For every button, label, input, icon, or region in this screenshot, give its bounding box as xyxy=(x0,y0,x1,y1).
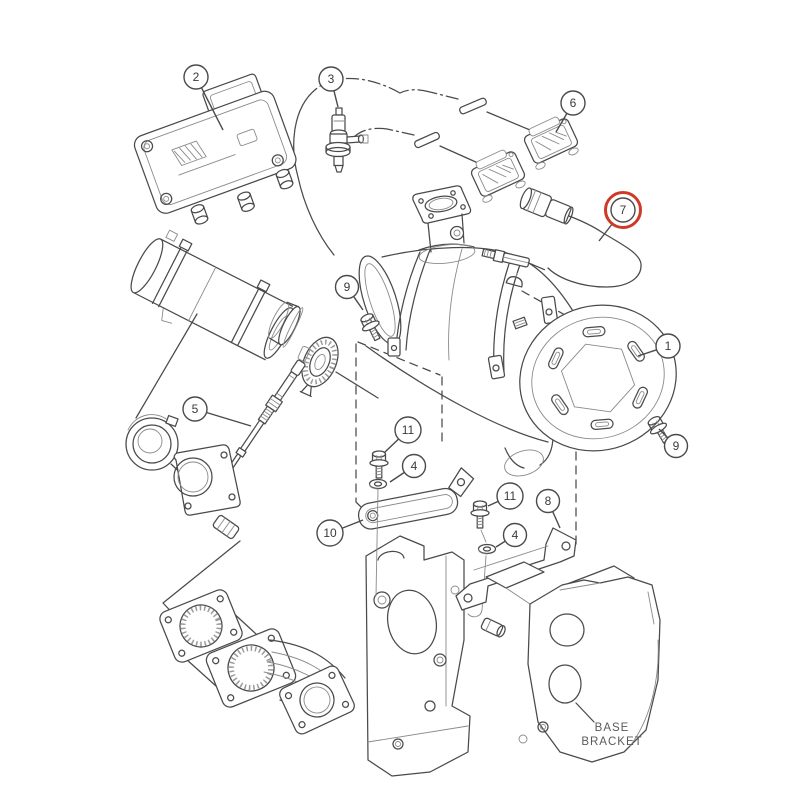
callout-9-left[interactable]: 9 xyxy=(334,274,364,311)
base-bracket-label-line1: BASE xyxy=(595,722,630,734)
harness-connector-lower xyxy=(466,145,530,206)
callout-number: 9 xyxy=(344,280,351,294)
catalyst-canister xyxy=(130,229,379,419)
cable-clamp xyxy=(505,272,523,288)
callout-9-right[interactable]: 9 xyxy=(658,428,689,459)
temperature-sensor-5 xyxy=(225,359,306,475)
callout-3[interactable]: 3 xyxy=(318,66,344,108)
callout-number: 4 xyxy=(411,459,418,473)
seal-bellows xyxy=(212,514,240,540)
callout-number: 11 xyxy=(504,489,517,503)
ecm-module xyxy=(133,73,297,225)
washer-4-left xyxy=(368,478,388,490)
base-bracket xyxy=(480,561,661,763)
harness-connector-upper xyxy=(519,112,583,173)
base-bracket-label: BASE BRACKET xyxy=(575,702,642,748)
callout-number: 5 xyxy=(192,402,199,416)
callout-number: 6 xyxy=(570,96,577,110)
callout-6[interactable]: 6 xyxy=(555,90,586,133)
callout-number: 10 xyxy=(323,526,337,540)
callout-number: 9 xyxy=(673,439,680,453)
base-bracket-label-line2: BRACKET xyxy=(581,736,642,748)
callout-number: 1 xyxy=(665,339,672,353)
exhaust-manifold xyxy=(159,589,355,735)
elbow-assembly xyxy=(125,414,241,648)
doser-injector xyxy=(325,107,369,173)
strap-bracket-10 xyxy=(357,467,475,530)
callout-11-left[interactable]: 11 xyxy=(384,416,422,453)
washer-4-right xyxy=(477,543,497,555)
sensor-cable-7 xyxy=(519,187,642,288)
bolt-11-left xyxy=(368,450,389,597)
callout-4-right[interactable]: 4 xyxy=(495,522,528,548)
bolt-11-right xyxy=(467,500,497,618)
muffler-left-end xyxy=(358,255,402,345)
callout-number: 7 xyxy=(620,203,627,217)
support-bracket xyxy=(365,535,471,777)
callout-11-right[interactable]: 11 xyxy=(487,482,524,510)
clamp-nut xyxy=(512,316,528,330)
callout-7[interactable]: 7 xyxy=(598,191,642,242)
muffler-assembly xyxy=(358,185,677,477)
callout-10[interactable]: 10 xyxy=(316,519,364,547)
callout-2[interactable]: 2 xyxy=(183,64,224,131)
mounting-bracket-8 xyxy=(455,527,577,611)
callout-5[interactable]: 5 xyxy=(182,396,252,427)
callout-number: 8 xyxy=(545,494,552,508)
pivot-pin xyxy=(480,617,506,638)
callout-layer: 2 3 6 7 9 1 5 9 11 4 10 11 8 4 xyxy=(182,64,689,548)
callout-number: 4 xyxy=(512,528,519,542)
callout-1[interactable]: 1 xyxy=(637,333,681,359)
v-band-clamp xyxy=(297,336,339,398)
wiring-harness xyxy=(293,77,583,256)
coupling-ring xyxy=(268,301,304,348)
callout-number: 3 xyxy=(328,72,335,86)
callout-number: 2 xyxy=(193,70,200,84)
callout-4-left[interactable]: 4 xyxy=(389,453,427,483)
callout-8[interactable]: 8 xyxy=(535,488,561,529)
callout-number: 11 xyxy=(402,423,415,437)
exhaust-sensor-probe xyxy=(481,248,546,271)
